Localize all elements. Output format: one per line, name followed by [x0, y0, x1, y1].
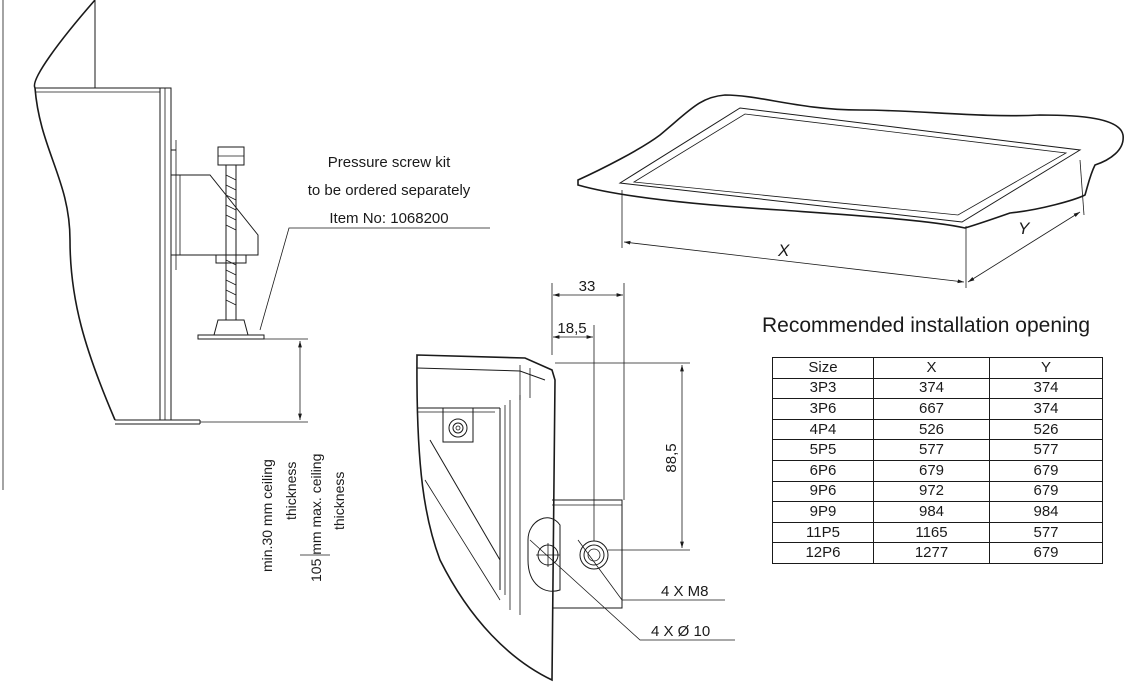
- table-header-row: Size X Y: [772, 357, 1103, 379]
- header-y: Y: [989, 357, 1103, 379]
- cell-x: 1165: [873, 521, 990, 544]
- screw-kit-line2: to be ordered separately: [308, 182, 471, 199]
- cell-y: 374: [989, 398, 1103, 420]
- screw-kit-line3: Item No: 1068200: [329, 210, 448, 227]
- hole-diameter-label: 4 X Ø 10: [651, 623, 710, 640]
- side-view-drawing: [33, 0, 490, 425]
- cell-y: 577: [989, 439, 1103, 461]
- cell-size: 4P4: [772, 418, 874, 441]
- table-title: Recommended installation opening: [762, 314, 1091, 337]
- screw-kit-line1: Pressure screw kit: [328, 154, 451, 171]
- cell-x: 667: [873, 398, 990, 420]
- header-x: X: [873, 357, 990, 379]
- dimension-33-label: 33: [579, 278, 596, 295]
- bracket-detail-drawing: [416, 283, 735, 682]
- cell-x: 1277: [873, 542, 990, 564]
- cell-x: 374: [873, 377, 990, 400]
- cell-y: 526: [989, 418, 1103, 441]
- cell-x: 972: [873, 480, 990, 503]
- cell-y: 679: [989, 542, 1103, 564]
- cell-size: 11P5: [772, 521, 874, 544]
- cell-y: 679: [989, 459, 1103, 482]
- cell-size: 9P9: [772, 501, 874, 523]
- cell-size: 3P3: [772, 377, 874, 400]
- cell-size: 9P6: [772, 480, 874, 503]
- dimension-88-5-label: 88,5: [663, 443, 680, 472]
- min-ceiling-line1: min.30 mm ceiling: [259, 459, 275, 572]
- cell-x: 679: [873, 459, 990, 482]
- cell-size: 5P5: [772, 439, 874, 461]
- header-size: Size: [772, 357, 874, 379]
- cell-x: 577: [873, 439, 990, 461]
- min-ceiling-line2: thickness: [283, 462, 299, 520]
- cell-x: 526: [873, 418, 990, 441]
- max-ceiling-line2: thickness: [331, 472, 347, 530]
- cell-y: 984: [989, 501, 1103, 523]
- thread-m8-label: 4 X M8: [661, 583, 709, 600]
- installation-opening-drawing: [577, 94, 1124, 288]
- max-ceiling-line1: 105 mm max. ceiling: [308, 454, 324, 582]
- cell-size: 12P6: [772, 542, 874, 564]
- dimension-18-5-label: 18,5: [557, 320, 586, 337]
- dimension-y-label: Y: [1018, 219, 1031, 238]
- cell-y: 679: [989, 480, 1103, 503]
- cell-x: 984: [873, 501, 990, 523]
- cell-y: 374: [989, 377, 1103, 400]
- ceiling-thickness-dimension: [200, 338, 308, 423]
- dimension-x-label: X: [777, 241, 790, 260]
- cell-size: 3P6: [772, 398, 874, 420]
- cell-size: 6P6: [772, 459, 874, 482]
- cell-y: 577: [989, 521, 1103, 544]
